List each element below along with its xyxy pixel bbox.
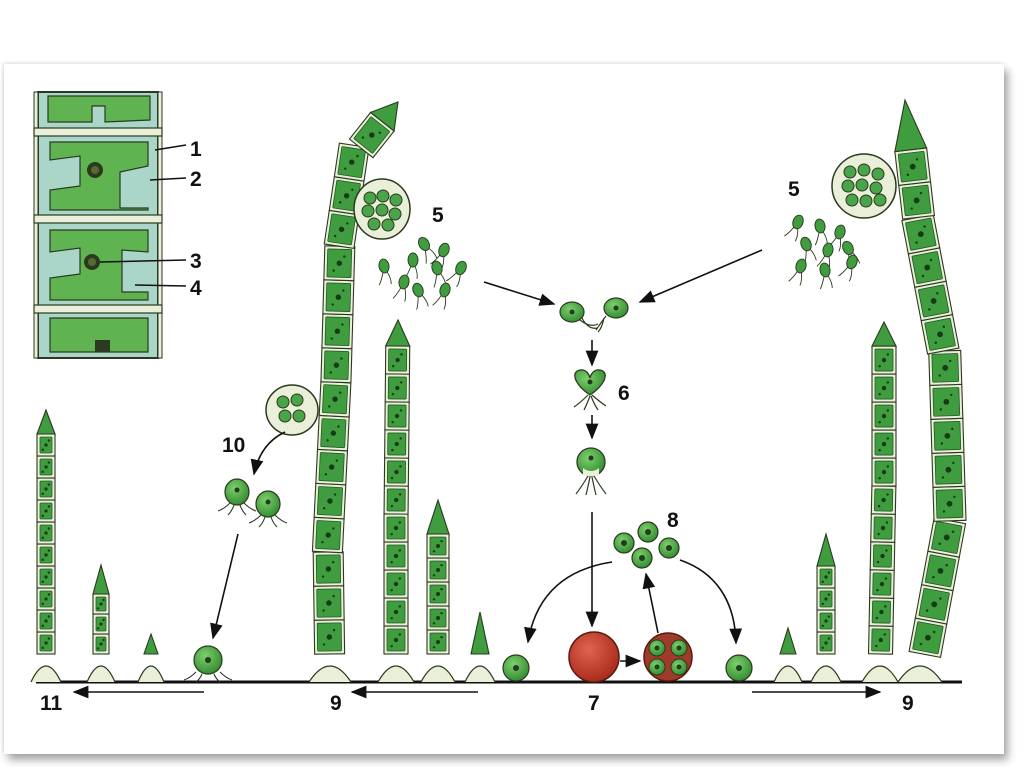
label-3: 3 (190, 250, 202, 273)
label-1: 1 (190, 138, 202, 161)
filament-middle (377, 318, 415, 683)
filament-right-mid (861, 320, 899, 683)
zoospores-right (784, 214, 861, 290)
zoosporangium-upper-left (353, 178, 411, 240)
settled-zoospore (183, 645, 233, 683)
label-11: 11 (40, 692, 63, 715)
gametangium-left (265, 384, 319, 436)
gamete-fusion (559, 297, 629, 333)
germinating-zygote (643, 632, 693, 682)
filament-middle-small (420, 498, 456, 683)
settled-meiospore-right (725, 654, 753, 682)
filament-right-tiny (773, 626, 803, 683)
label-5-left: 5 (432, 204, 444, 227)
filament-right-small (810, 531, 842, 683)
settled-meiospore-left (502, 654, 530, 682)
planozygote-heart (573, 369, 607, 411)
meiospores-group (613, 521, 680, 569)
label-10: 10 (222, 434, 245, 457)
label-9-right: 9 (902, 692, 914, 715)
label-2: 2 (190, 168, 202, 191)
label-5-right: 5 (788, 178, 800, 201)
filament-short-1 (86, 562, 116, 683)
filament-detail-inset (33, 91, 187, 359)
filament-short-2 (137, 632, 165, 683)
zoospores-left (378, 236, 467, 310)
zygote (568, 631, 620, 683)
filament-far-left (30, 408, 62, 683)
label-6: 6 (618, 382, 630, 405)
label-8: 8 (667, 509, 679, 532)
process-arrows (72, 249, 882, 699)
slide-header-area (0, 0, 1024, 58)
filament-tall-left (308, 101, 399, 683)
filament-tiny (464, 611, 496, 683)
label-7: 7 (588, 692, 600, 715)
filament-tall-right (894, 98, 967, 683)
planozygote-round (575, 447, 607, 496)
label-4: 4 (190, 277, 202, 300)
filaments-group (30, 98, 967, 683)
label-9-left: 9 (330, 692, 342, 715)
released-zoospores-10 (217, 478, 288, 528)
zoosporangium-upper-right (831, 153, 897, 219)
